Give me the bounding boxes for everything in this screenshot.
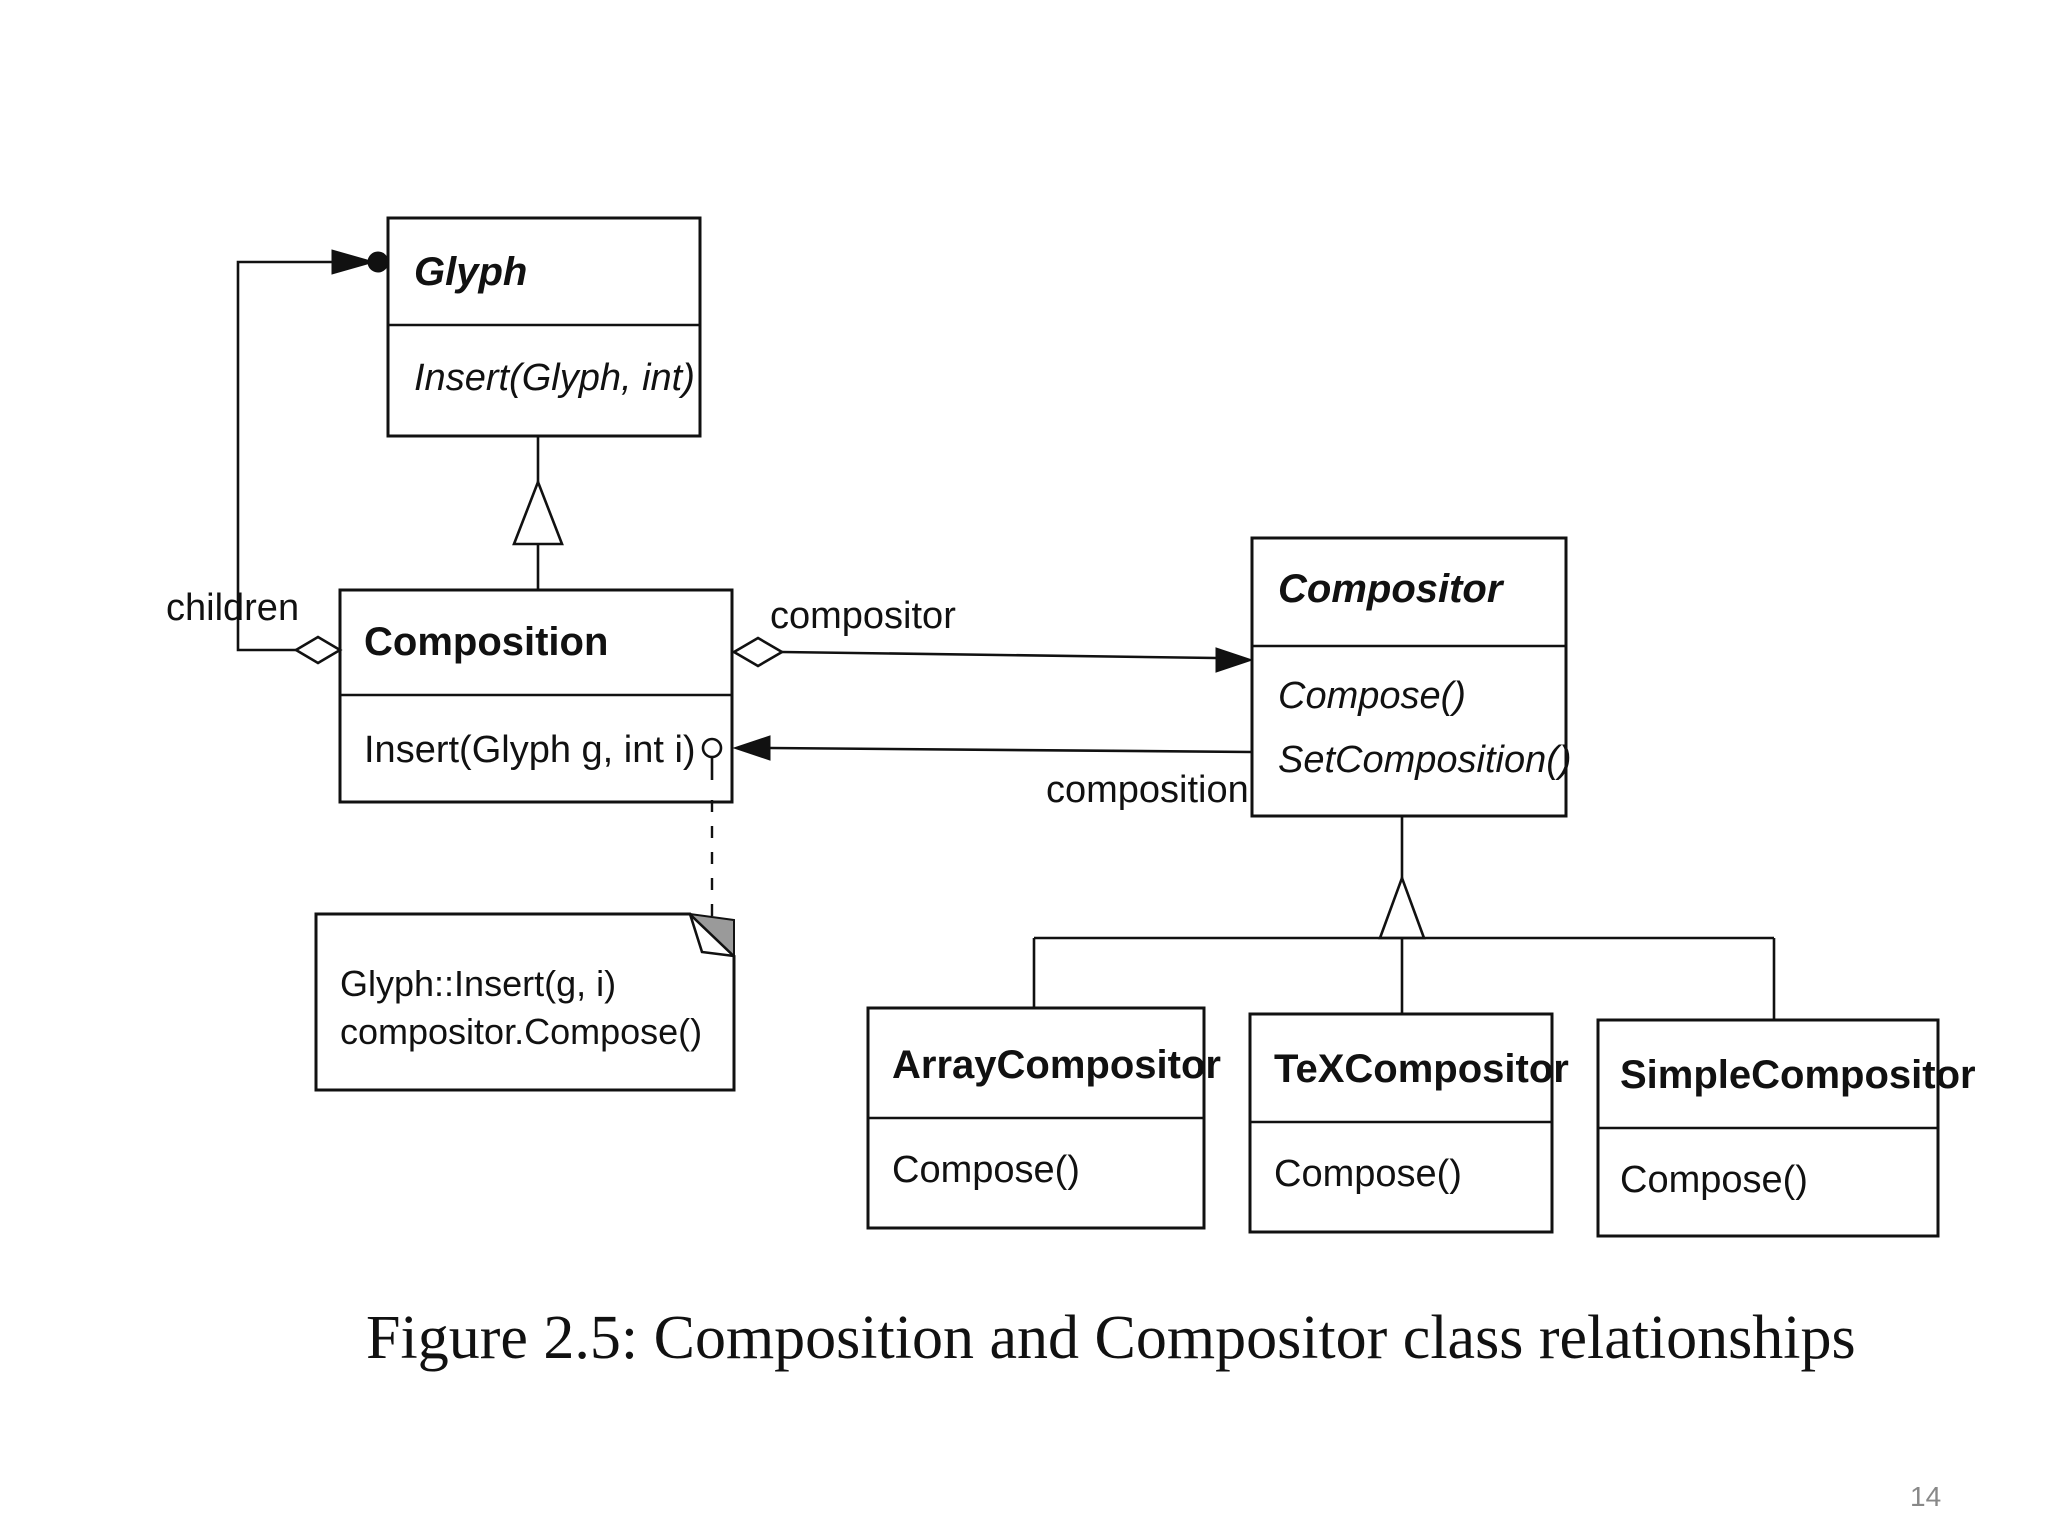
class-simple-compositor: SimpleCompositor Compose() <box>1596 1018 1976 1238</box>
edge-compositor-aggregation: compositor <box>731 595 1254 673</box>
class-simple-compositor-op-compose: Compose() <box>1620 1159 1808 1201</box>
edge-note-link <box>701 737 723 916</box>
role-compositor: compositor <box>770 595 956 637</box>
page-number: 14 <box>1910 1481 1941 1512</box>
class-glyph: Glyph Insert(Glyph, int) <box>386 216 702 438</box>
class-compositor-op-setcomposition: SetComposition() <box>1278 739 1572 781</box>
class-array-compositor: ArrayCompositor Compose() <box>866 1006 1221 1230</box>
class-array-compositor-name: ArrayCompositor <box>892 1043 1221 1087</box>
edge-composition-association: composition <box>732 735 1253 811</box>
class-compositor: Compositor Compose() SetComposition() <box>1250 536 1572 818</box>
note: Glyph::Insert(g, i) compositor.Compose() <box>314 912 736 1092</box>
edge-composition-inherits-glyph <box>512 436 564 590</box>
class-tex-compositor: TeXCompositor Compose() <box>1248 1012 1569 1234</box>
class-compositor-op-compose: Compose() <box>1278 675 1466 717</box>
class-composition: Composition Insert(Glyph g, int i) <box>338 588 734 804</box>
edge-subclasses-inherit-compositor <box>1032 816 1776 1020</box>
note-line-2: compositor.Compose() <box>340 1011 702 1052</box>
class-compositor-name: Compositor <box>1278 567 1505 611</box>
class-glyph-op-insert: Insert(Glyph, int) <box>414 357 695 399</box>
class-array-compositor-op-compose: Compose() <box>892 1149 1080 1191</box>
role-composition: composition <box>1046 769 1249 811</box>
class-tex-compositor-op-compose: Compose() <box>1274 1153 1462 1195</box>
figure-caption: Figure 2.5: Composition and Compositor c… <box>366 1304 1856 1372</box>
class-glyph-name: Glyph <box>414 250 527 294</box>
note-line-1: Glyph::Insert(g, i) <box>340 963 616 1004</box>
class-simple-compositor-name: SimpleCompositor <box>1620 1053 1976 1097</box>
edge-children-aggregation: children <box>166 249 389 665</box>
class-composition-op-insert: Insert(Glyph g, int i) <box>364 729 696 771</box>
role-children: children <box>166 587 299 629</box>
class-tex-compositor-name: TeXCompositor <box>1274 1047 1569 1091</box>
class-composition-name: Composition <box>364 620 608 664</box>
